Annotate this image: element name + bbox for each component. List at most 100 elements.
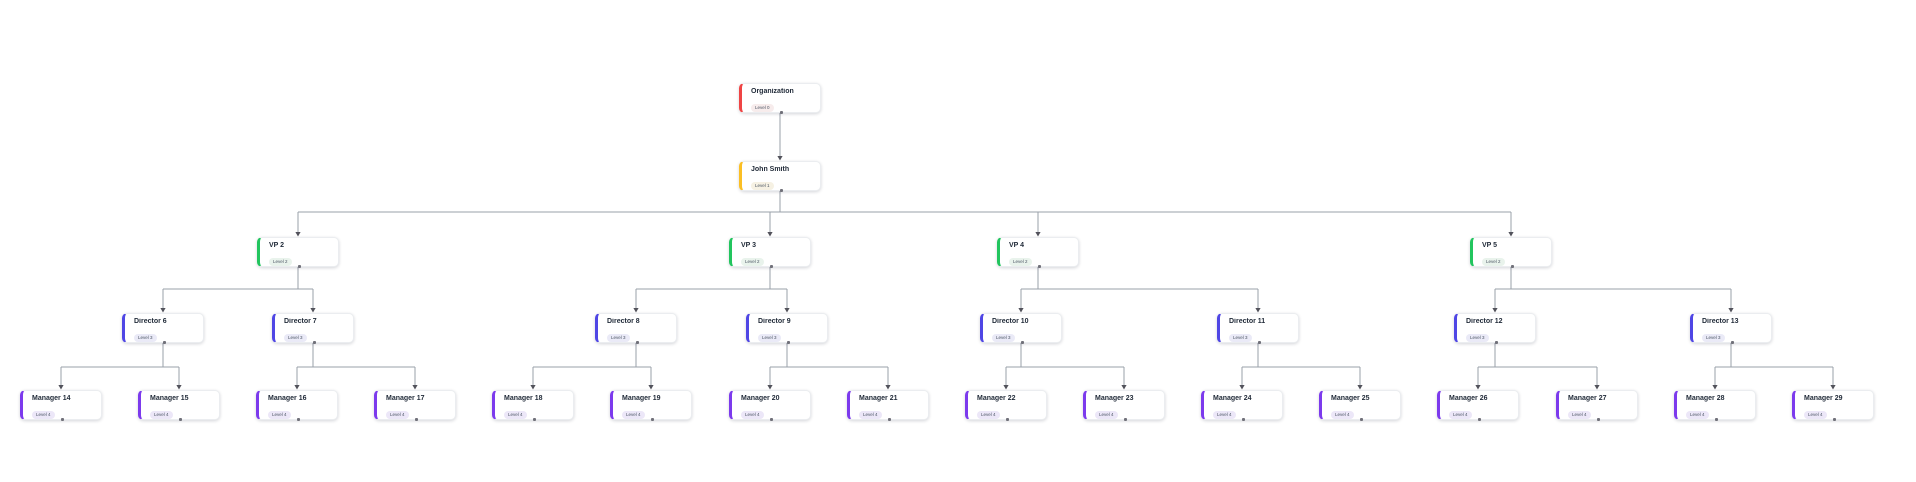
bottom-handle xyxy=(1477,418,1481,421)
level-badge: Level 4 xyxy=(622,411,645,419)
node-label: Manager 16 xyxy=(268,395,307,402)
edge-group-director-12 xyxy=(1475,343,1600,390)
arrowhead-icon xyxy=(885,385,891,390)
node-label: Director 6 xyxy=(134,318,167,325)
arrowhead-icon xyxy=(1712,385,1718,390)
bottom-handle xyxy=(1714,418,1718,421)
bottom-handle xyxy=(1257,341,1261,344)
arrowhead-icon xyxy=(767,232,773,237)
level-badge: Level 3 xyxy=(607,334,630,342)
level-badge: Level 1 xyxy=(751,182,774,190)
edge-group-director-6 xyxy=(58,343,182,390)
bottom-handle xyxy=(162,341,166,344)
level-badge: Level 4 xyxy=(1686,411,1709,419)
node-label: Organization xyxy=(751,88,794,95)
bottom-handle xyxy=(1494,341,1498,344)
bottom-handle xyxy=(296,418,300,421)
bottom-handle xyxy=(312,341,316,344)
node-label: VP 2 xyxy=(269,242,285,249)
level-badge: Level 2 xyxy=(1009,258,1032,266)
org-node-vp-2[interactable]: VP 2 Level 2 xyxy=(257,237,339,268)
org-node-manager-19[interactable]: Manager 19 Level 4 xyxy=(610,390,692,421)
node-label: Manager 26 xyxy=(1449,395,1488,402)
level-badge: Level 4 xyxy=(1449,411,1472,419)
node-label: Manager 15 xyxy=(150,395,189,402)
arrowhead-icon xyxy=(1508,232,1514,237)
bottom-handle xyxy=(532,418,536,421)
level-badge: Level 4 xyxy=(268,411,291,419)
bottom-handle xyxy=(650,418,654,421)
org-node-manager-26[interactable]: Manager 26 Level 4 xyxy=(1437,390,1519,421)
level-badge: Level 4 xyxy=(1213,411,1236,419)
level-badge: Level 4 xyxy=(977,411,1000,419)
node-label: VP 5 xyxy=(1482,242,1498,249)
level-badge: Level 4 xyxy=(150,411,173,419)
bottom-handle xyxy=(1037,265,1041,268)
level-badge: Level 4 xyxy=(504,411,527,419)
arrowhead-icon xyxy=(1475,385,1481,390)
bottom-handle xyxy=(779,189,783,192)
node-label: Manager 19 xyxy=(622,395,661,402)
org-node-manager-23[interactable]: Manager 23 Level 4 xyxy=(1083,390,1165,421)
edge-group-vp-3 xyxy=(633,267,790,313)
arrowhead-icon xyxy=(176,385,182,390)
arrowhead-icon xyxy=(1035,232,1041,237)
level-badge: Level 4 xyxy=(386,411,409,419)
edge-group-vp-2 xyxy=(160,267,316,313)
bottom-handle xyxy=(769,265,773,268)
bottom-handle xyxy=(786,341,790,344)
arrowhead-icon xyxy=(310,308,316,313)
bottom-handle xyxy=(779,111,783,114)
edge-group-director-11 xyxy=(1239,343,1363,390)
node-label: Manager 23 xyxy=(1095,395,1134,402)
arrowhead-icon xyxy=(767,385,773,390)
node-label: VP 3 xyxy=(741,242,757,249)
arrowhead-icon xyxy=(1728,308,1734,313)
level-badge: Level 2 xyxy=(1482,258,1505,266)
level-badge: Level 4 xyxy=(1095,411,1118,419)
level-badge: Level 4 xyxy=(1568,411,1591,419)
arrowhead-icon xyxy=(1003,385,1009,390)
bottom-handle xyxy=(1123,418,1127,421)
org-node-manager-22[interactable]: Manager 22 Level 4 xyxy=(965,390,1047,421)
org-node-manager-16[interactable]: Manager 16 Level 4 xyxy=(256,390,338,421)
org-node-manager-15[interactable]: Manager 15 Level 4 xyxy=(138,390,220,421)
level-badge: Level 2 xyxy=(269,258,292,266)
bottom-handle xyxy=(297,265,301,268)
edge-group-organization xyxy=(777,113,783,161)
arrowhead-icon xyxy=(777,156,783,161)
level-badge: Level 0 xyxy=(751,104,774,112)
node-label: Manager 22 xyxy=(977,395,1016,402)
arrowhead-icon xyxy=(1121,385,1127,390)
edge-group-director-7 xyxy=(294,343,418,390)
level-badge: Level 4 xyxy=(1804,411,1827,419)
arrowhead-icon xyxy=(784,308,790,313)
level-badge: Level 4 xyxy=(859,411,882,419)
org-node-vp-5[interactable]: VP 5 Level 2 xyxy=(1470,237,1552,268)
bottom-handle xyxy=(1596,418,1600,421)
bottom-handle xyxy=(1241,418,1245,421)
